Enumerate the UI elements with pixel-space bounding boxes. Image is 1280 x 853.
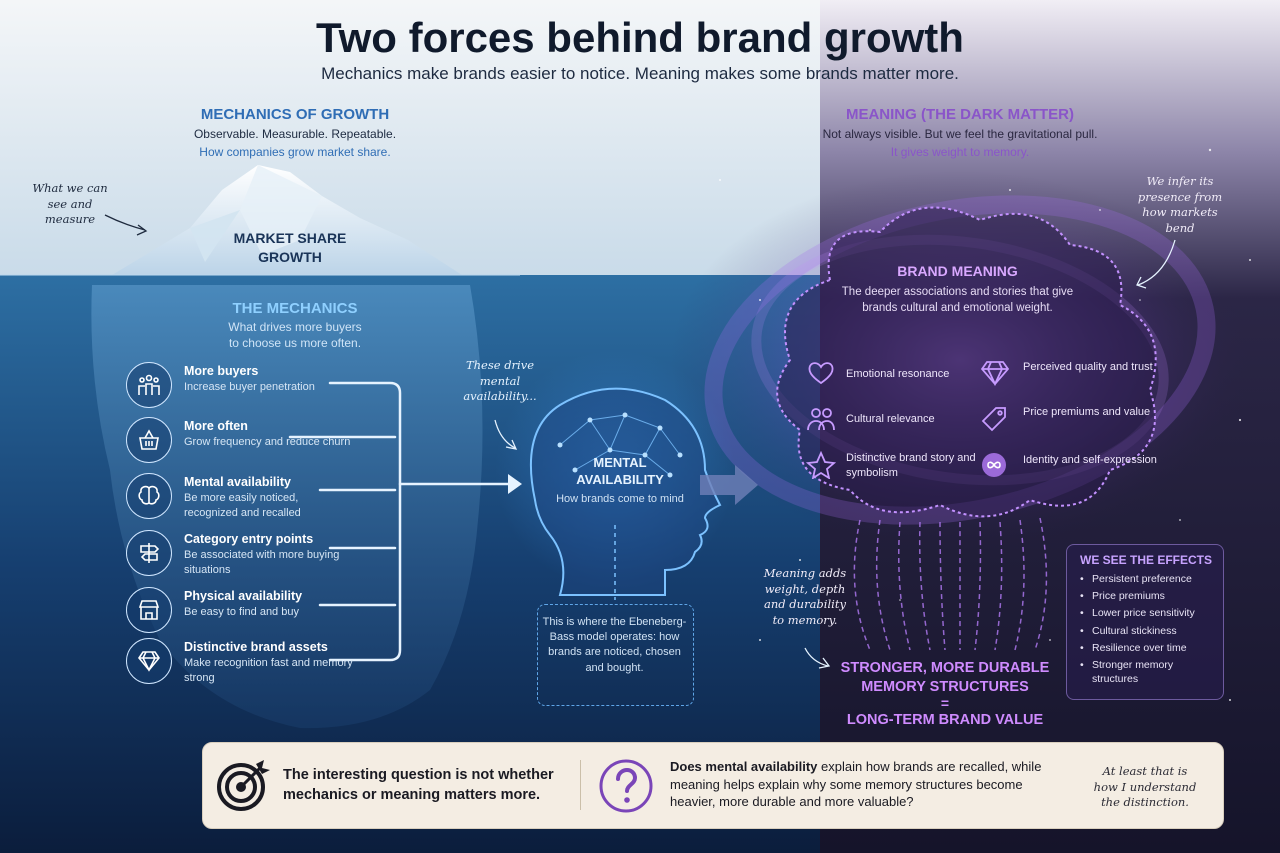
item-desc: Grow frequency and reduce churn <box>184 436 351 448</box>
basket-icon <box>126 417 172 463</box>
gem-icon <box>980 361 1010 386</box>
item-label: Category entry points <box>184 532 314 546</box>
effects-list: Persistent preference Price premiums Low… <box>1080 572 1220 689</box>
note-mental-availability: These drive mental availability... <box>463 358 537 404</box>
market-share-growth-label: MARKET SHARE GROWTH <box>215 229 365 267</box>
meaning-item-emotional-resonance: Emotional resonance <box>806 360 986 396</box>
question-right-bold: Does mental availability <box>670 759 818 774</box>
ebb-text: This is where the Ebeneberg-Bass model o… <box>542 616 687 674</box>
mental-title-line-2: AVAILABILITY <box>576 471 664 487</box>
question-left-text: The interesting question is not whether … <box>283 767 554 803</box>
long-term-brand-value: LONG-TERM BRAND VALUE <box>846 712 1044 728</box>
effect-item: Price premiums <box>1080 589 1220 603</box>
mental-title-line-1: MENTAL <box>593 455 647 470</box>
item-label: Emotional resonance <box>846 368 950 380</box>
memory-line-2: MEMORY STRUCTURES <box>861 678 1029 695</box>
mechanics-line-2: How companies grow market share. <box>199 145 391 159</box>
memory-line-1: STRONGER, MORE DURABLE <box>840 660 1050 676</box>
bottom-banner <box>202 742 1224 829</box>
effects-title: WE SEE THE EFFECTS <box>1080 553 1213 567</box>
item-label: Price premiums and value <box>1023 406 1151 418</box>
item-desc: Be associated with more buying situation… <box>184 549 340 576</box>
item-label: Distinctive brand assets <box>184 640 328 654</box>
mental-availability-desc: How brands come to mind <box>556 493 684 505</box>
meaning-line-2: It gives weight to memory. <box>890 145 1030 159</box>
tip-label-line-1: MARKET SHARE <box>233 230 347 246</box>
heart-icon <box>808 362 834 385</box>
question-right-text: Does mental availability explain how bra… <box>670 758 1050 811</box>
meaning-item-perceived-quality: Perceived quality and trust <box>980 360 1160 396</box>
meaning-heading: MEANING (THE DARK MATTER) <box>845 106 1075 123</box>
effect-item: Persistent preference <box>1080 572 1220 586</box>
equals-sign: = <box>940 695 950 711</box>
item-label: Distinctive brand story and symbolism <box>846 452 976 480</box>
brand-meaning-desc: The deeper associations and stories that… <box>841 286 1074 314</box>
item-label: Perceived quality and trust <box>1023 361 1153 373</box>
meaning-item-cultural-relevance: Cultural relevance <box>806 405 986 441</box>
mechanics-section-title: THE MECHANICS <box>232 300 358 317</box>
question-right-rest: explain how brands are recalled, while m… <box>670 759 1042 810</box>
store-icon <box>126 587 172 633</box>
item-label: Identity and self-expression <box>1023 454 1157 466</box>
item-label: More often <box>184 419 248 433</box>
community-icon <box>807 408 835 431</box>
item-desc: Increase buyer penetration <box>184 381 315 393</box>
mechanics-heading: MECHANICS OF GROWTH <box>200 106 390 123</box>
mechanic-item-more-often: More often Grow frequency and reduce chu… <box>126 417 416 467</box>
mechanic-item-category-entry-points: Category entry points Be associated with… <box>126 530 416 580</box>
meaning-line-1: Not always visible. But we feel the grav… <box>822 127 1098 141</box>
divider <box>580 760 581 810</box>
mechanics-section-desc: What drives more buyers to choose us mor… <box>190 319 400 351</box>
target-icon <box>217 760 270 811</box>
item-desc: Make recognition fast and memory strong <box>184 657 353 684</box>
star-icon <box>806 451 836 479</box>
page-subtitle: Mechanics make brands easier to notice. … <box>321 64 959 83</box>
mechanic-item-distinctive-brand-assets: Distinctive brand assets Make recognitio… <box>126 638 416 688</box>
item-label: Mental availability <box>184 475 291 489</box>
effect-item: Lower price sensitivity <box>1080 606 1220 620</box>
tip-label-line-2: GROWTH <box>258 248 322 265</box>
note-meaning-weight: Meaning adds weight, depth and durabilit… <box>763 566 847 627</box>
note-infer: We infer its presence from how markets b… <box>1137 174 1223 235</box>
effect-item: Cultural stickiness <box>1080 624 1220 638</box>
mechanic-item-physical-availability: Physical availability Be easy to find an… <box>126 587 416 637</box>
item-desc: Be more easily noticed, recognized and r… <box>184 492 301 519</box>
item-label: Physical availability <box>184 589 303 603</box>
meaning-item-price-premiums: Price premiums and value <box>980 405 1160 441</box>
item-label: Cultural relevance <box>846 413 935 425</box>
brand-meaning-title: BRAND MEANING <box>897 263 1018 279</box>
page-title: Two forces behind brand growth <box>316 14 964 61</box>
note-understanding: At least that is how I understand the di… <box>1093 764 1197 810</box>
diamond-icon <box>126 638 172 684</box>
mechanics-desc-line-1: What drives more buyers <box>228 320 362 334</box>
price-tag-icon <box>981 407 1006 432</box>
meaning-item-identity: Identity and self-expression <box>980 451 1160 487</box>
mechanics-line-1: Observable. Measurable. Repeatable. <box>193 127 397 141</box>
brain-icon <box>126 473 172 519</box>
infinity-icon <box>982 453 1006 477</box>
effect-item: Resilience over time <box>1080 641 1220 655</box>
item-desc: Be easy to find and buy <box>184 606 299 618</box>
ebb-box <box>537 604 694 706</box>
mental-availability-title: MENTAL AVAILABILITY <box>535 455 705 489</box>
item-label: More buyers <box>184 364 259 378</box>
note-visible: What we can see and measure <box>32 181 108 227</box>
signpost-icon <box>126 530 172 576</box>
effect-item: Stronger memory structures <box>1080 658 1220 686</box>
question-mark-icon <box>599 759 653 813</box>
mechanics-desc-line-2: to choose us more often. <box>228 336 362 351</box>
memory-structures-label: STRONGER, MORE DURABLE MEMORY STRUCTURES <box>800 659 1090 697</box>
people-icon <box>126 362 172 408</box>
mechanic-item-more-buyers: More buyers Increase buyer penetration <box>126 362 416 412</box>
mechanic-item-mental-availability: Mental availability Be more easily notic… <box>126 473 416 523</box>
meaning-item-brand-story: Distinctive brand story and symbolism <box>806 451 986 487</box>
